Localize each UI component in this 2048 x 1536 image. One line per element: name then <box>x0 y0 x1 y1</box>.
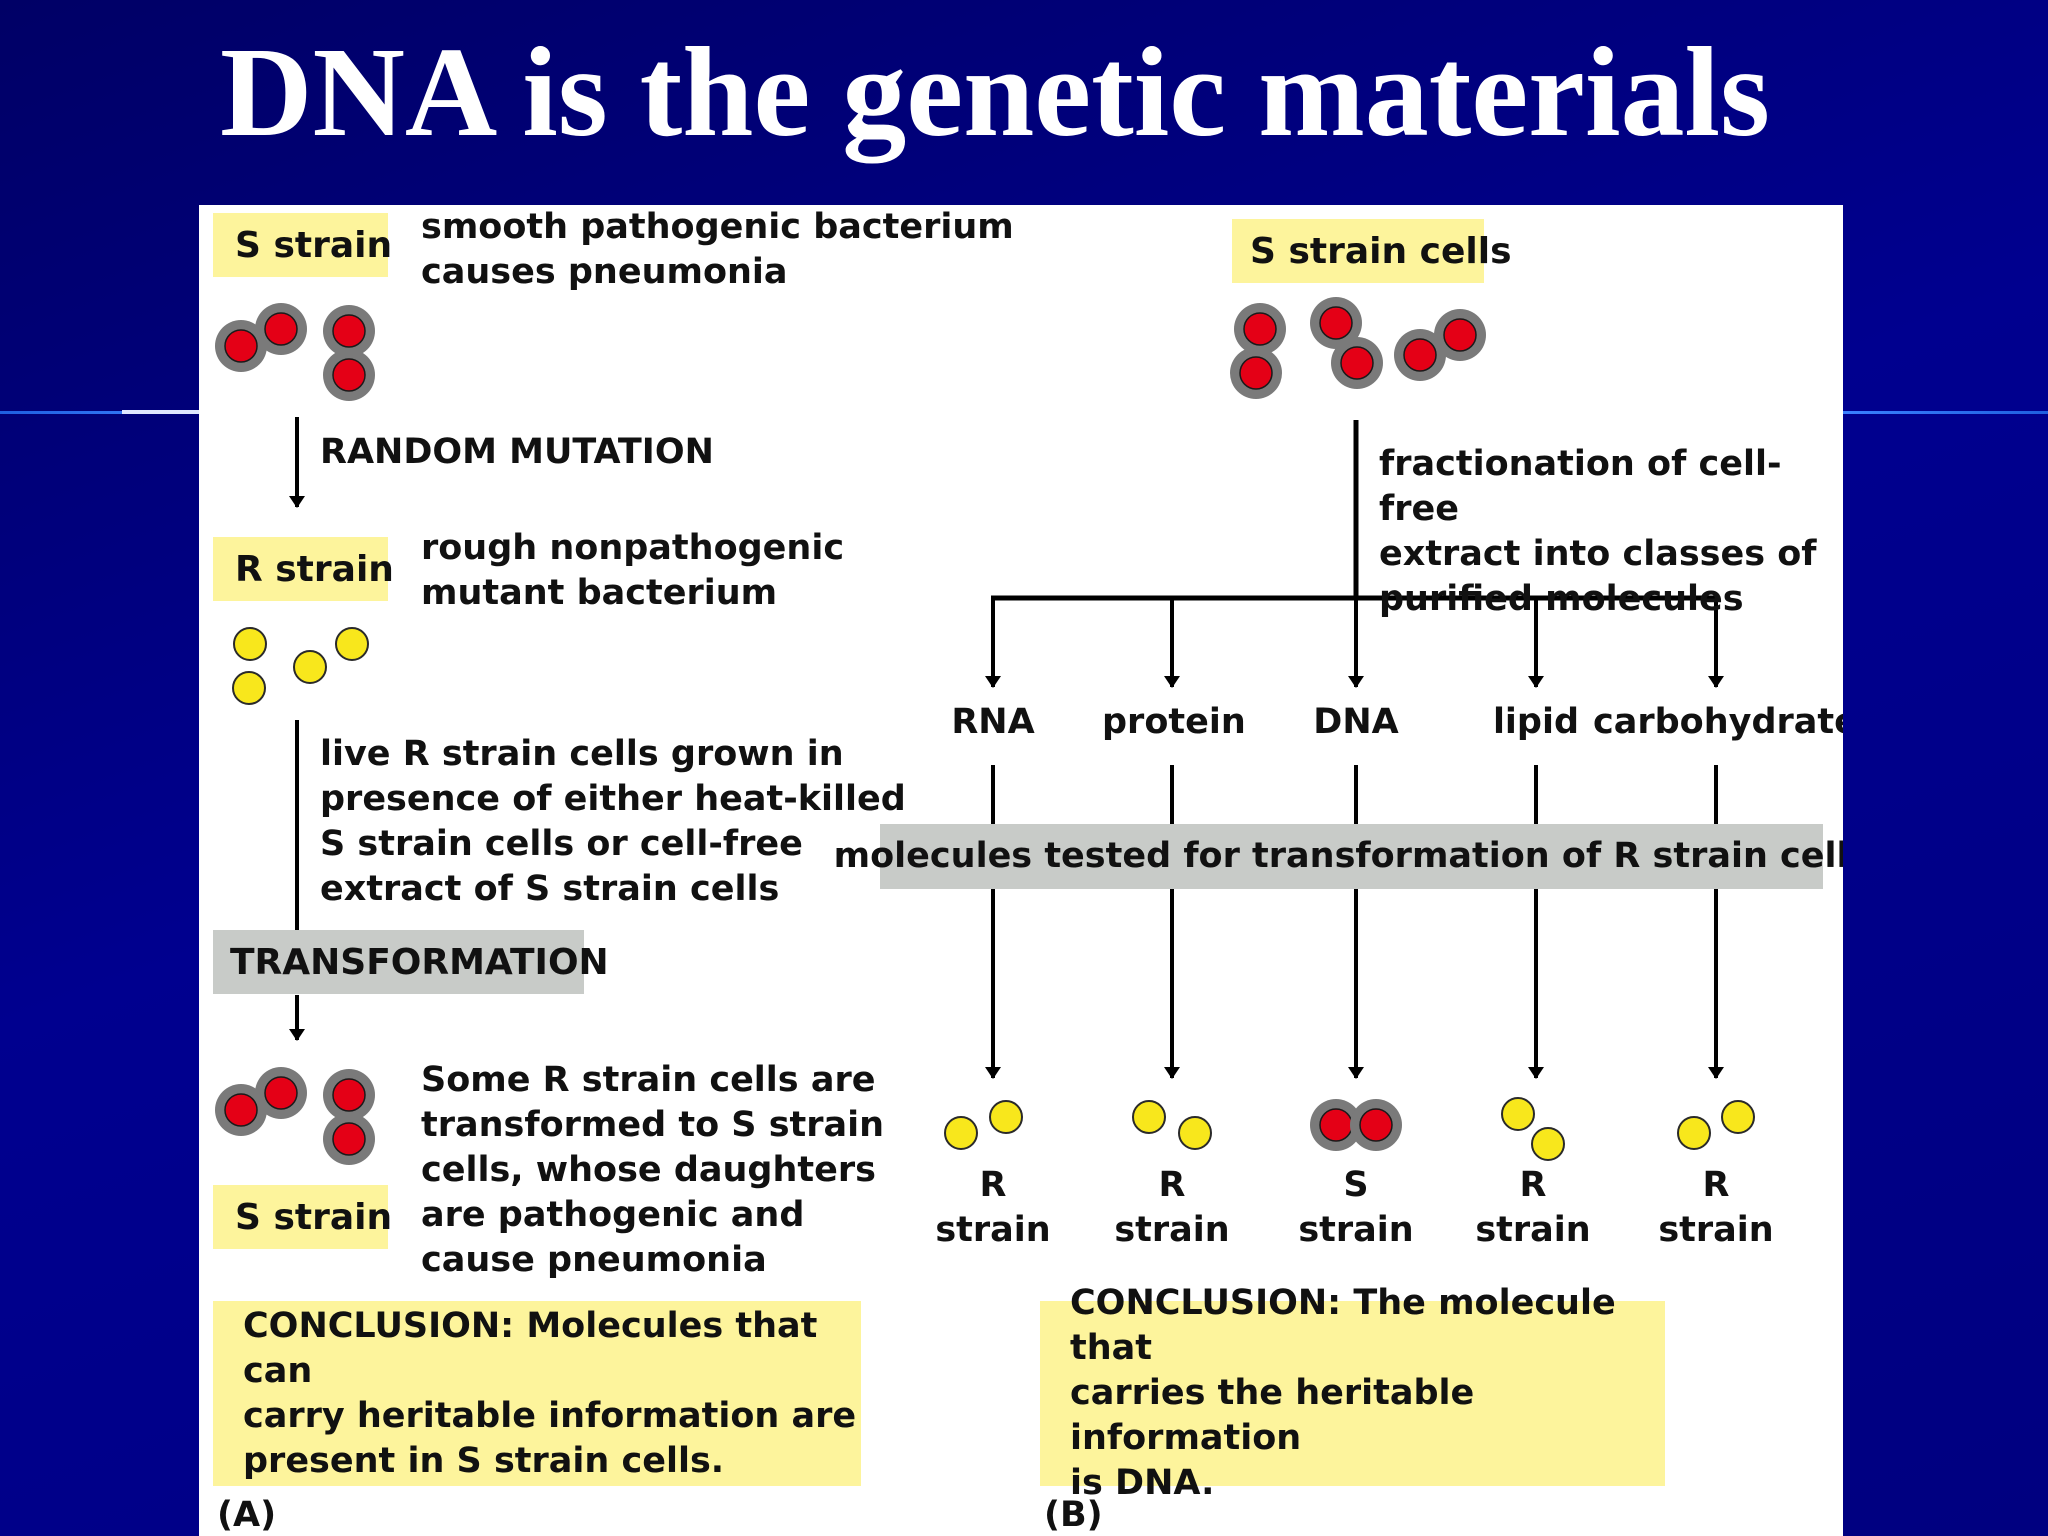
s-cell <box>1443 318 1477 352</box>
result-word-rna: strain <box>935 1210 1051 1250</box>
result-letter-carbohydrate: R <box>1702 1165 1730 1205</box>
decorative-line-right <box>1843 411 2048 414</box>
transformation-label: TRANSFORMATION <box>213 930 609 994</box>
s-strain-label-text: S strain <box>235 224 393 266</box>
s-cell <box>1403 338 1437 372</box>
result-cells-carbohydrate <box>1677 1100 1755 1150</box>
panel-a-letter: (A) <box>217 1495 277 1535</box>
r-cell <box>944 1116 978 1150</box>
growth-description: live R strain cells grown in presence of… <box>320 734 906 909</box>
fraction-label-rna: RNA <box>951 702 1035 742</box>
result-letter-lipid: R <box>1519 1165 1547 1205</box>
result-word-dna: strain <box>1298 1210 1414 1250</box>
r-cell <box>1132 1100 1166 1134</box>
r-cell <box>1178 1116 1212 1150</box>
s-cell <box>332 358 366 392</box>
fractionation-description: fractionation of cell-free extract into … <box>1379 444 1817 619</box>
conclusion-text-b: CONCLUSION: The molecule that carries th… <box>1070 1283 1616 1503</box>
transformation-label-text: TRANSFORMATION <box>230 941 609 983</box>
s-strain-label-bottom: S strain <box>213 1185 392 1249</box>
s-strain-cells-top <box>215 303 375 401</box>
r-strain-description: rough nonpathogenic mutant bacterium <box>421 528 845 613</box>
s-strain-cells-label: S strain cells <box>1232 219 1512 283</box>
test-label-text: molecules tested for transformation of R… <box>833 836 1843 876</box>
s-cell <box>264 1076 298 1110</box>
s-cell <box>332 1078 366 1112</box>
figure-graphics <box>215 297 1755 1165</box>
fraction-label-dna: DNA <box>1313 702 1399 742</box>
s-cell <box>1319 1108 1353 1142</box>
result-cells-rna <box>944 1100 1023 1150</box>
s-cell <box>1319 306 1353 340</box>
r-cell <box>232 671 266 705</box>
decorative-highlight <box>122 410 200 414</box>
result-word-protein: strain <box>1114 1210 1230 1250</box>
r-cell <box>1501 1097 1535 1131</box>
s-strain-cells-bottom <box>215 1067 375 1165</box>
result-word-lipid: strain <box>1475 1210 1591 1250</box>
s-strain-label-top: S strain <box>213 213 392 277</box>
s-strain-label-bottom-text: S strain <box>235 1196 393 1238</box>
r-cell <box>335 627 369 661</box>
r-strain-label: R strain <box>213 537 394 601</box>
slide-title: DNA is the genetic materials <box>220 21 1770 163</box>
r-cell <box>293 650 327 684</box>
result-letter-dna: S <box>1343 1165 1369 1205</box>
conclusion-text-a: CONCLUSION: Molecules that can carry her… <box>243 1305 857 1481</box>
figure-panel: S strain smooth pathogenic bacterium cau… <box>199 205 1843 1536</box>
r-cell <box>233 627 267 661</box>
fraction-label-lipid: lipid <box>1492 702 1580 742</box>
r-cell <box>1531 1127 1565 1161</box>
fraction-label-carbohydrate: carbohydrate <box>1593 702 1843 742</box>
s-cell <box>264 312 298 346</box>
test-label: molecules tested for transformation of R… <box>834 824 1843 889</box>
result-cells-lipid <box>1501 1097 1565 1161</box>
s-cell <box>1239 356 1273 390</box>
fraction-label-protein: protein <box>1102 702 1246 742</box>
result-description: Some R strain cells are transformed to S… <box>421 1060 885 1280</box>
r-cell <box>989 1100 1023 1134</box>
result-letter-rna: R <box>979 1165 1007 1205</box>
s-cell <box>1359 1108 1393 1142</box>
r-cell <box>1677 1116 1711 1150</box>
result-cells-protein <box>1132 1100 1212 1150</box>
s-cell <box>332 314 366 348</box>
r-strain-cells <box>232 627 369 705</box>
r-strain-label-text: R strain <box>235 548 394 590</box>
s-cell <box>1243 312 1277 346</box>
result-letter-protein: R <box>1158 1165 1186 1205</box>
s-cell <box>224 1093 258 1127</box>
conclusion-box-a: CONCLUSION: Molecules that can carry her… <box>213 1301 861 1486</box>
result-word-carbohydrate: strain <box>1658 1210 1774 1250</box>
r-cell <box>1721 1100 1755 1134</box>
s-strain-cells-label-text: S strain cells <box>1250 230 1512 272</box>
decorative-line-left <box>0 411 199 414</box>
s-strain-description: smooth pathogenic bacterium causes pneum… <box>421 207 1014 292</box>
s-cell <box>1340 346 1374 380</box>
conclusion-box-b: CONCLUSION: The molecule that carries th… <box>1040 1283 1665 1503</box>
s-cell <box>224 329 258 363</box>
result-cells-dna <box>1310 1099 1402 1151</box>
panel-b-letter: (B) <box>1044 1495 1103 1535</box>
random-mutation-label: RANDOM MUTATION <box>320 432 714 472</box>
s-strain-cells-panel-b <box>1230 297 1486 399</box>
s-cell <box>332 1122 366 1156</box>
